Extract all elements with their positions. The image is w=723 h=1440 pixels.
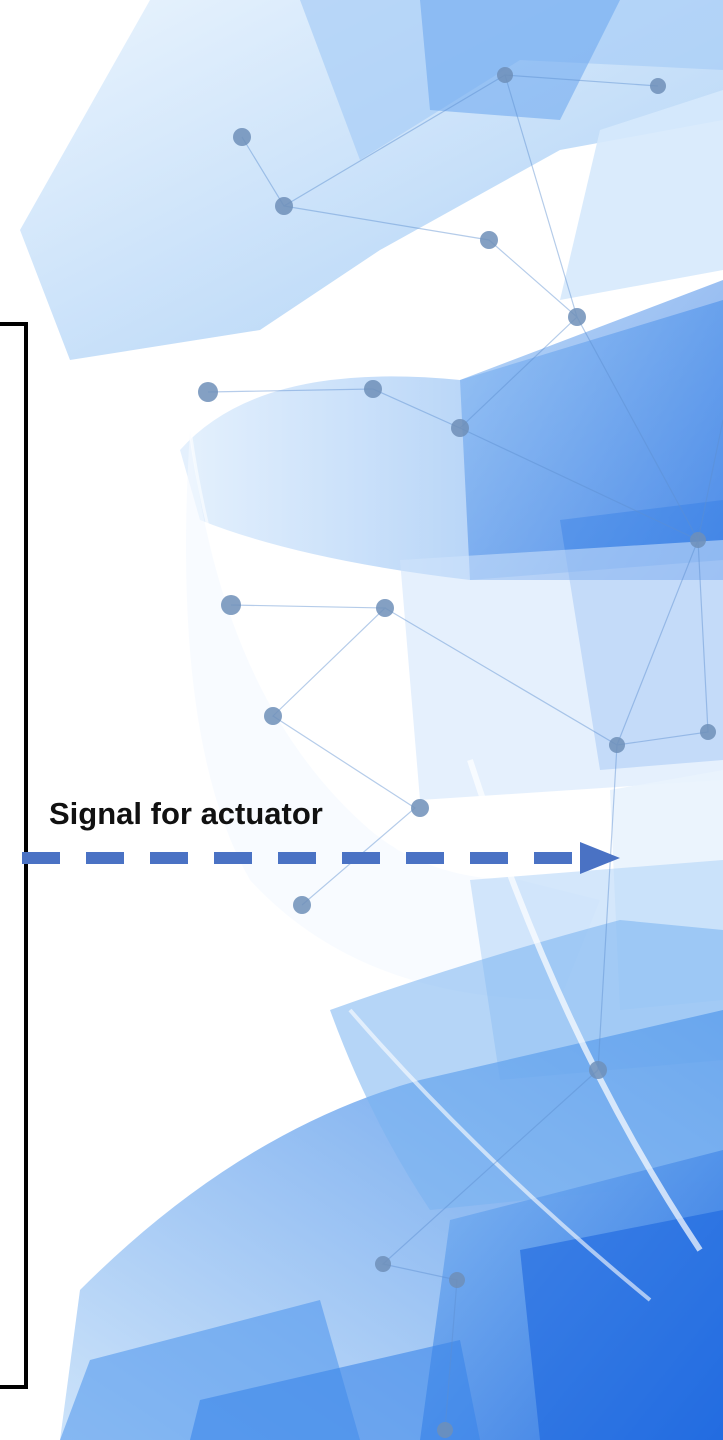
signal-label: Signal for actuator: [49, 796, 323, 831]
signal-arrow: [22, 842, 620, 874]
signal-arrow-head: [580, 842, 620, 874]
